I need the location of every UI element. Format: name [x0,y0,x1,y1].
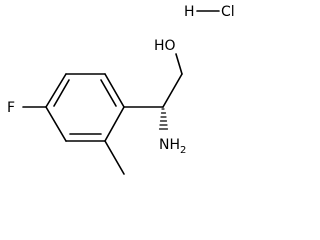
hydroxyl-label: HO [154,38,176,54]
ring-double-bond-c1-c2 [100,79,117,107]
molecule-structure: H Cl F HO NH 2 [7,4,235,175]
ring-bond-c1-c2 [104,73,125,108]
amine-label: NH [159,137,180,153]
ch2-to-oh-bond [175,53,183,75]
hcl-salt: H Cl [184,4,235,20]
chiral-to-ch2-bond [162,73,183,108]
benzene-ring [45,73,125,142]
ring-bond-c4-c5 [45,106,67,142]
amine-subscript: 2 [180,145,186,156]
ring-bond-c3-c4 [45,73,67,108]
hashed-wedge-bond [158,108,169,130]
salt-chlorine-label: Cl [221,4,235,20]
methyl-bond [104,140,125,175]
ring-double-bond-c3-c4 [53,79,70,107]
fluorine-label: F [7,100,15,116]
ring-bond-c6-c1 [104,106,125,142]
amine-group: NH 2 [159,137,186,156]
side-chain: HO [123,38,183,108]
fluoro-substituent: F [7,100,47,116]
salt-hydrogen-label: H [184,4,195,20]
